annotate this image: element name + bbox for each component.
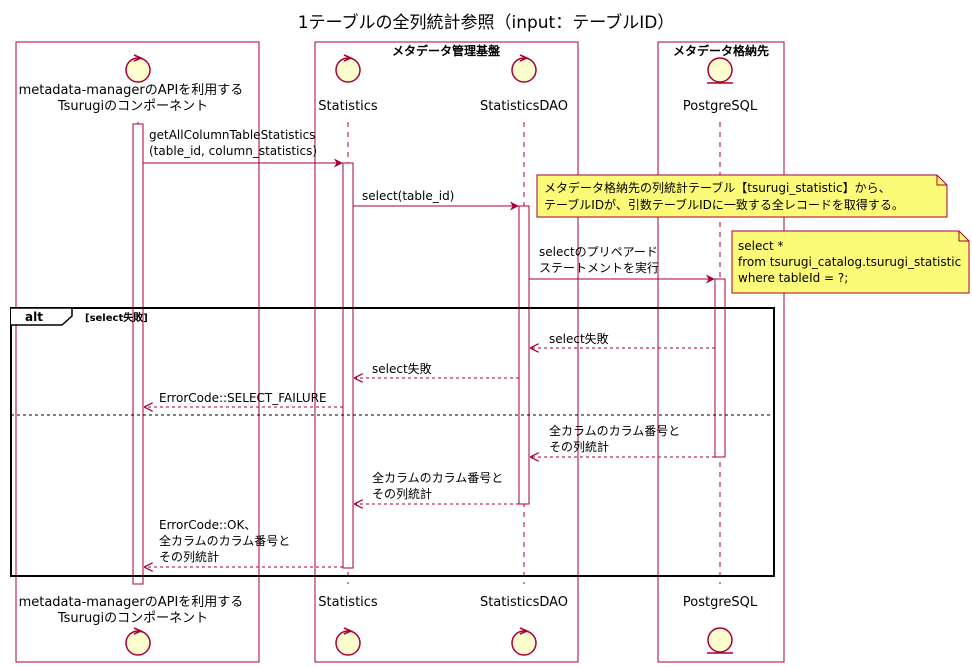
entity-icon <box>707 57 733 84</box>
participant-label-postgresql-bottom: PostgreSQL <box>683 595 758 610</box>
control-icon <box>125 627 151 656</box>
message-label: select失敗 <box>549 331 609 346</box>
control-icon <box>511 54 537 83</box>
participant-label-component-top: metadata-managerのAPIを利用する Tsurugiのコンポーネン… <box>19 83 248 114</box>
activation-postgresql <box>714 278 726 458</box>
message-label: selectのプリペアード ステートメントを実行 <box>539 245 662 275</box>
control-icon <box>125 54 151 83</box>
box-title-metadata-management: メタデータ管理基盤 <box>392 43 501 58</box>
diagram-title: 1テーブルの全列統計参照（input：テーブルID） <box>298 12 675 33</box>
alt-fragment <box>10 307 775 577</box>
control-icon <box>335 627 361 656</box>
svg-text:select * from tsurugi_ca: select * from tsurugi_catalog.tsurugi_st… <box>738 239 965 285</box>
message-label: 全カラムのカラム番号と その列統計 <box>549 423 684 454</box>
message-label: ErrorCode::OK、 全カラムのカラム番号と その列統計 <box>159 518 294 564</box>
message-label: ErrorCode::SELECT_FAILURE <box>159 391 327 405</box>
control-icon <box>511 627 537 656</box>
box-metadata-management <box>314 41 579 663</box>
participant-label-component-bottom: metadata-managerのAPIを利用する Tsurugiのコンポーネン… <box>19 595 248 626</box>
box-title-metadata-storage: メタデータ格納先 <box>673 43 769 58</box>
box-metadata-storage <box>657 41 785 663</box>
activation-statisticsdao <box>518 205 530 505</box>
activation-statistics <box>342 162 354 569</box>
message-label: select(table_id) <box>362 189 454 203</box>
activation-component <box>132 123 144 585</box>
participant-label-statistics-bottom: Statistics <box>318 595 378 610</box>
note: select * from tsurugi_catalog.tsurugi_st… <box>731 230 970 294</box>
message-label: select失敗 <box>372 361 432 376</box>
alt-label: alt <box>25 310 43 324</box>
participant-label-postgresql-top: PostgreSQL <box>683 99 758 114</box>
participant-label-statistics-top: Statistics <box>318 99 378 114</box>
participant-label-statisticsdao-top: StatisticsDAO <box>480 99 568 114</box>
alt-tab <box>11 307 73 326</box>
message-label: 全カラムのカラム番号と その列統計 <box>372 470 507 501</box>
entity-icon <box>707 627 733 654</box>
message-label: getAllColumnTableStatistics (table_id, c… <box>149 128 319 158</box>
svg-text:メタデータ格納先の列統計テーブル【tsurugi_stati: メタデータ格納先の列統計テーブル【tsurugi_statistic】から、 テ… <box>544 180 904 212</box>
alt-condition: [select失敗] <box>85 311 148 324</box>
participant-label-statisticsdao-bottom: StatisticsDAO <box>480 595 568 610</box>
note: メタデータ格納先の列統計テーブル【tsurugi_statistic】から、 テ… <box>536 174 948 218</box>
control-icon <box>335 54 361 83</box>
box-external-component <box>15 41 260 663</box>
